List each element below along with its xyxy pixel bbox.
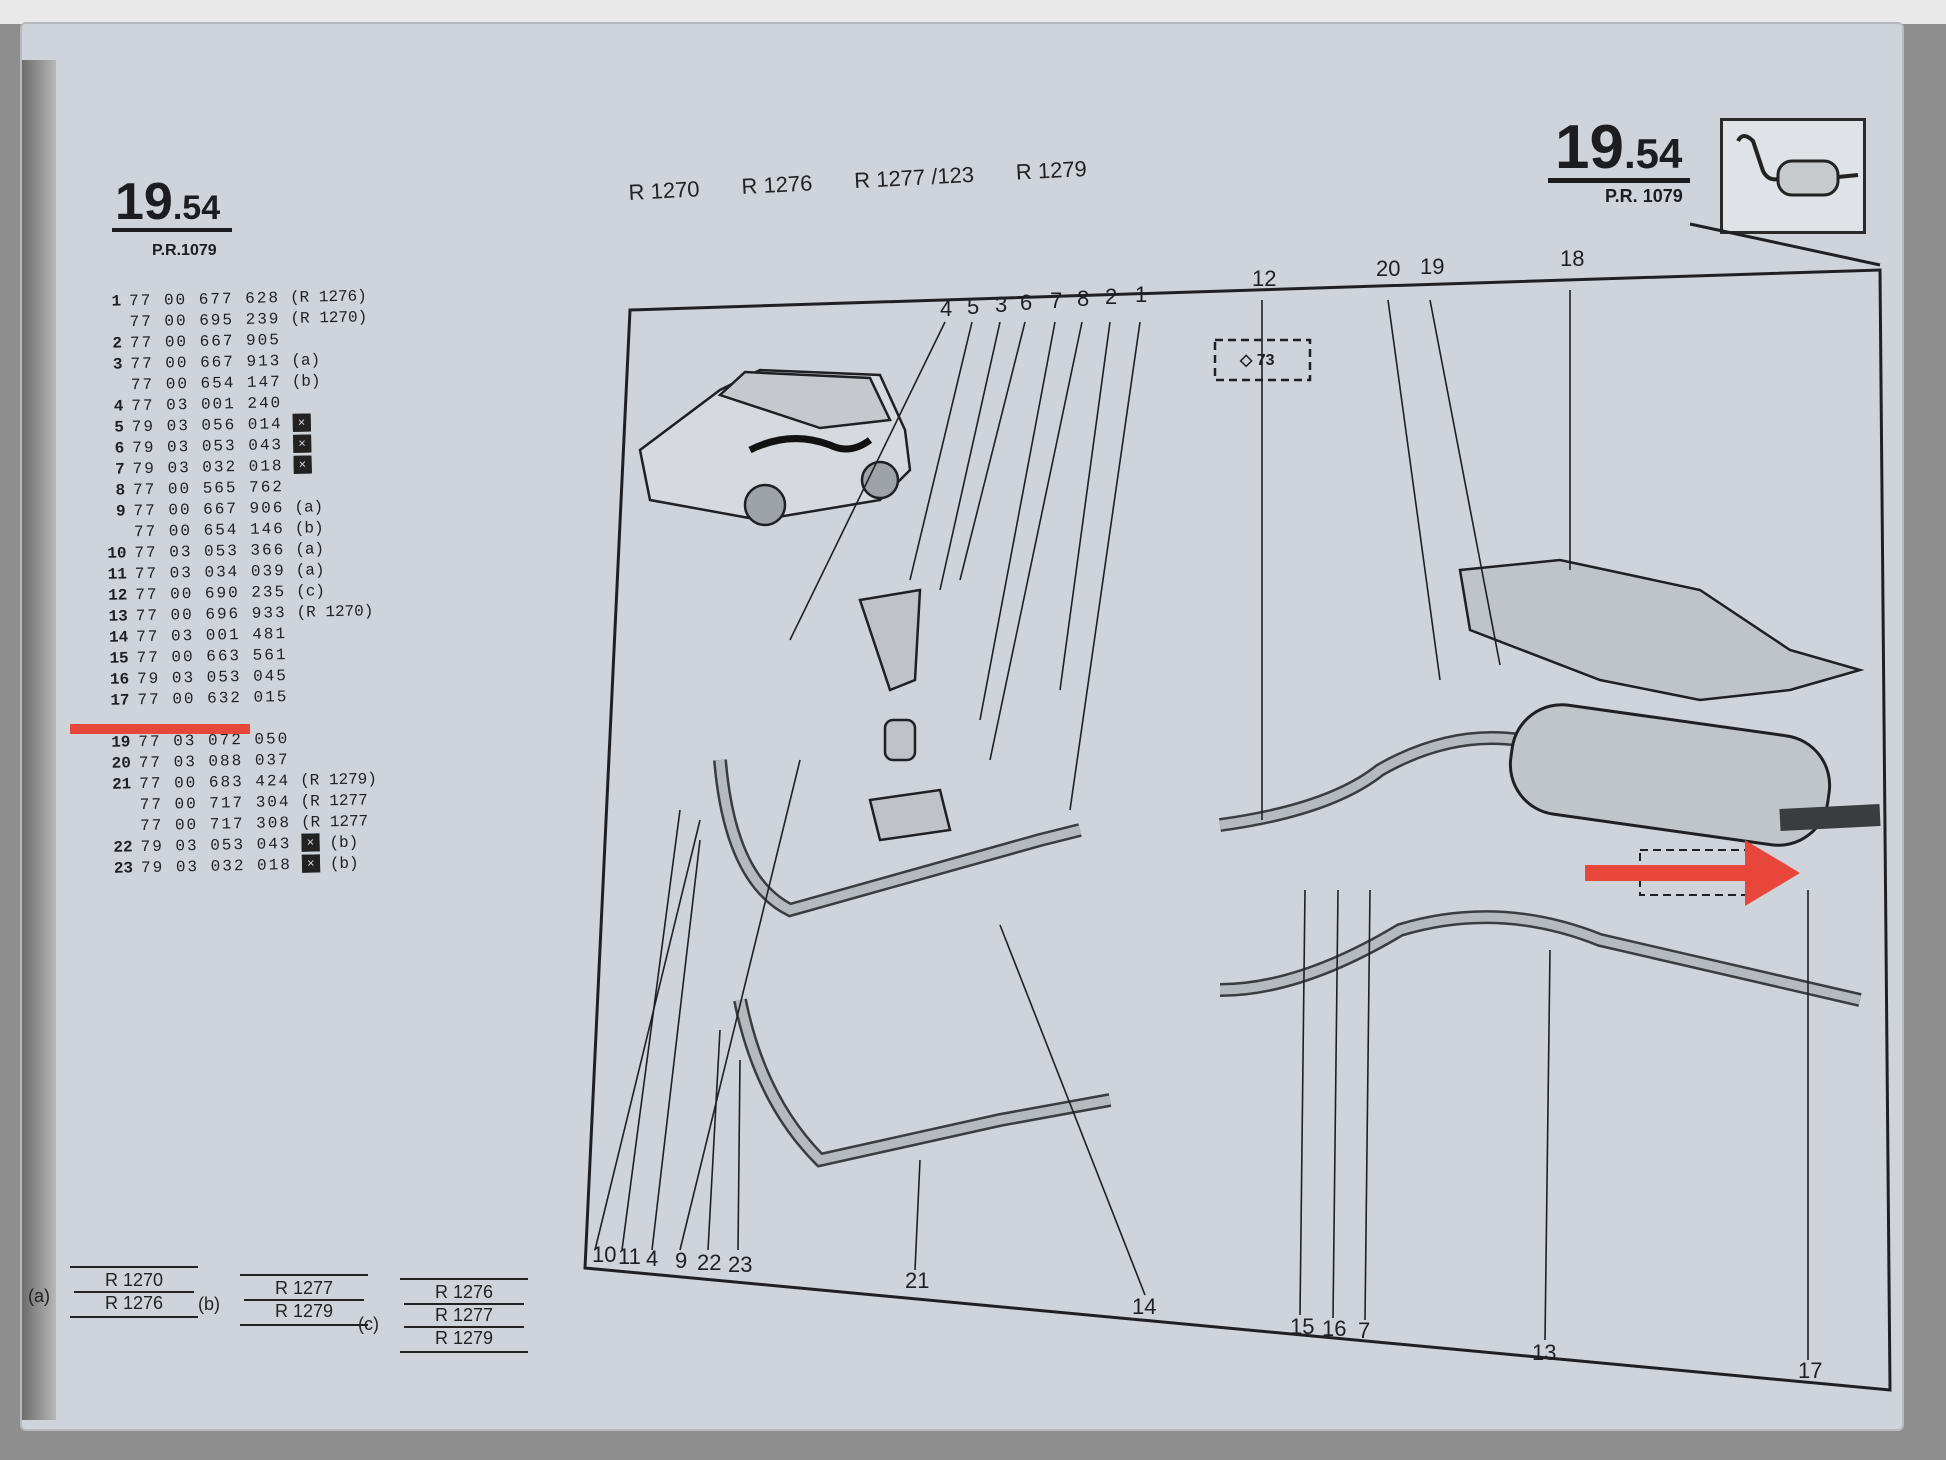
page-number-right-main: 19 — [1555, 113, 1624, 182]
legend-a: (a) R 1270 R 1276 — [28, 1266, 198, 1318]
legend-line: R 1277 — [244, 1278, 364, 1301]
callout-7-bottom: 7 — [1358, 1318, 1371, 1343]
callout-5: 5 — [967, 294, 980, 319]
callout-16: 16 — [1322, 1316, 1347, 1341]
mounting-bracket — [858, 588, 952, 842]
page-number-right-sub: .54 — [1623, 130, 1683, 177]
legend-line: R 1279 — [274, 1301, 334, 1321]
legend-tag: (b) — [198, 1294, 220, 1314]
callout-11: 11 — [618, 1244, 641, 1269]
diagram-frame — [583, 268, 1892, 1392]
page-number-right: 19.54 — [1555, 112, 1682, 183]
book-spine-edge — [22, 60, 56, 1420]
highlight-arrow-icon — [1585, 840, 1800, 906]
page-number-left-main: 19 — [115, 173, 173, 231]
muffler — [1508, 703, 1832, 847]
legend-line: R 1279 — [434, 1328, 494, 1348]
legend-line: R 1276 — [104, 1293, 164, 1313]
tail-pipe — [1779, 804, 1881, 831]
callout-10: 10 — [592, 1242, 617, 1267]
exhaust-pipes — [713, 731, 1862, 1168]
callout-6: 6 — [1020, 290, 1033, 315]
leader-lines — [594, 290, 1809, 1360]
legend-b: (b) R 1277 R 1279 — [198, 1274, 368, 1326]
callout-14: 14 — [1132, 1294, 1157, 1319]
legend-tag: (a) — [28, 1286, 50, 1306]
legend-line: R 1270 — [74, 1270, 194, 1293]
legend-line: R 1276 — [404, 1282, 524, 1305]
callout-22: 22 — [697, 1250, 722, 1275]
heat-shield — [1458, 558, 1865, 702]
callout-15: 15 — [1290, 1314, 1315, 1339]
callout-17: 17 — [1798, 1358, 1823, 1383]
callout-1: 1 — [1135, 282, 1148, 307]
callout-2: 2 — [1105, 284, 1118, 309]
callout-19: 19 — [1420, 254, 1445, 279]
callout-23: 23 — [728, 1252, 753, 1277]
page-number-left-sub: .54 — [172, 189, 221, 227]
callout-13: 13 — [1532, 1340, 1557, 1365]
callout-12: 12 — [1252, 266, 1277, 291]
callout-4-bottom: 4 — [646, 1246, 659, 1271]
diagram-frame-corner — [1689, 222, 1881, 267]
callout-8: 8 — [1077, 286, 1090, 311]
callout-4: 4 — [940, 296, 953, 321]
callout-9: 9 — [675, 1248, 688, 1273]
callout-21: 21 — [905, 1268, 930, 1293]
exhaust-thumbnail-icon — [1720, 118, 1866, 234]
page-number-right-rule — [1548, 178, 1690, 183]
pr-label-right: P.R. 1079 — [1605, 186, 1683, 206]
background-strip — [0, 0, 1946, 24]
legend-tag: (c) — [358, 1314, 379, 1334]
page-number-left-rule — [112, 228, 232, 232]
pr-label-left: P.R.1079 — [152, 242, 217, 259]
callout-3: 3 — [995, 292, 1008, 317]
page-number-left: 19.54 — [115, 172, 220, 232]
callout-18: 18 — [1560, 246, 1585, 271]
legend-c: (c) R 1276 R 1277 R 1279 — [358, 1278, 528, 1353]
legend-line: R 1277 — [404, 1305, 524, 1328]
callout-7: 7 — [1050, 288, 1063, 313]
reference-box-label: ◇ 73 — [1240, 352, 1275, 369]
car-illustration-icon — [638, 368, 912, 527]
highlight-bar — [70, 724, 250, 734]
callout-20: 20 — [1376, 256, 1401, 281]
